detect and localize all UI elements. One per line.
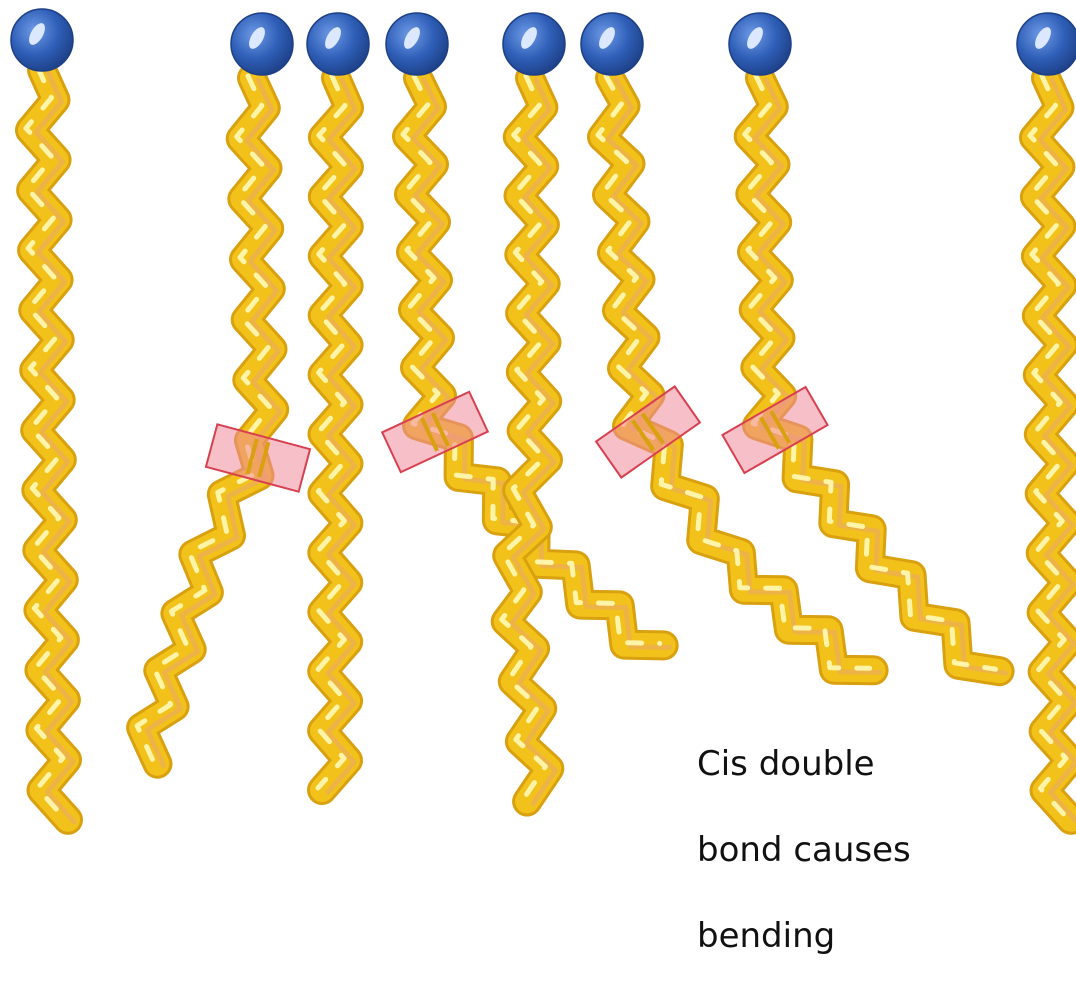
phospholipid-head-icon [729, 13, 791, 75]
caption-line-2: bond causes [697, 829, 997, 872]
head-sphere [729, 13, 791, 75]
polar-heads [11, 9, 1076, 75]
phospholipid-head-icon [1017, 13, 1076, 75]
phospholipid-head-icon [386, 13, 448, 75]
fatty-acid-tail-icon [26, 68, 74, 822]
head-sphere [581, 13, 643, 75]
head-sphere [503, 13, 565, 75]
head-sphere [1017, 13, 1076, 75]
fatty-acid-tail-icon [1030, 76, 1076, 822]
caption-line-1: Cis double [697, 743, 997, 786]
head-sphere [386, 13, 448, 75]
phospholipid-head-icon [231, 13, 293, 75]
phospholipid-head-icon [503, 13, 565, 75]
fatty-acid-tail-icon [137, 76, 280, 766]
caption-line-3: bending [697, 915, 997, 958]
caption-text: Cis double bond causes bending [697, 700, 997, 1001]
fatty-acid-tail-icon [598, 76, 880, 672]
head-sphere [231, 13, 293, 75]
head-sphere [11, 9, 73, 71]
phospholipid-head-icon [581, 13, 643, 75]
phospholipid-head-icon [307, 13, 369, 75]
head-sphere [307, 13, 369, 75]
fatty-acid-tail-icon [502, 76, 556, 804]
fatty-acid-tail-icon [318, 76, 355, 792]
phospholipid-head-icon [11, 9, 73, 71]
